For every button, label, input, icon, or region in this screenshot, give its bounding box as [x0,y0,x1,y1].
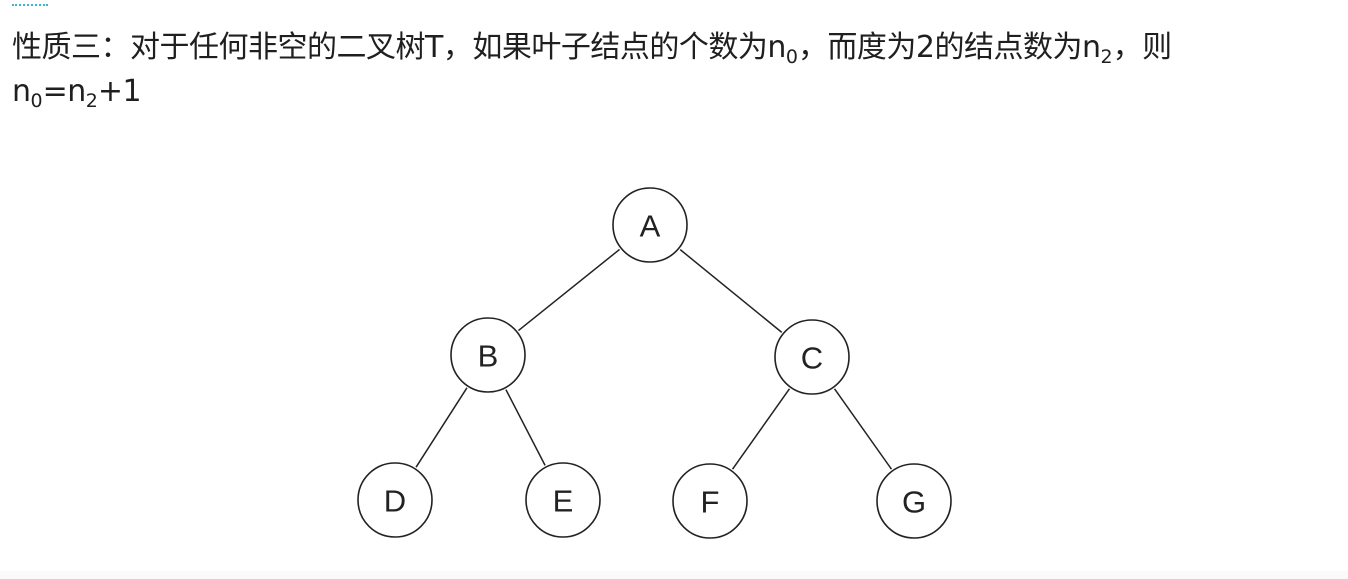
tree-node-f: F [672,463,748,539]
node-circle [357,462,433,538]
node-label: C [801,341,823,376]
node-circle [672,463,748,539]
node-label: G [902,485,926,520]
statement-text: 性质三：对于任何非空的二叉树T，如果叶子结点的个数为n [12,30,786,65]
node-label: E [553,484,574,519]
subscript-0: 0 [785,46,798,68]
node-circle [774,319,850,395]
formula-plus-one: +1 [97,74,142,109]
top-accent-mark [12,0,48,6]
edge-b-e [505,389,546,466]
tree-node-g: G [876,463,952,539]
tree-node-b: B [450,317,526,393]
edge-c-g [833,388,893,470]
node-label: F [701,485,720,520]
edge-c-f [731,388,791,470]
formula-equals: =n [42,74,87,109]
statement-text-mid: ，而度为2的结点数为n [797,30,1101,65]
node-label: A [640,209,661,244]
tree-edges [415,248,893,470]
subscript-2: 2 [1100,46,1113,68]
node-circle [525,462,601,538]
statement-text-end: ，则 [1112,30,1173,65]
bottom-strip [0,571,1348,579]
formula-subscript-0: 0 [30,90,43,112]
node-circle [612,187,688,263]
tree-node-a: A [612,187,688,263]
tree-nodes: A B C D E F G [357,187,952,539]
edge-b-d [415,387,468,468]
formula-subscript-2: 2 [85,90,98,112]
property-statement: 性质三：对于任何非空的二叉树T，如果叶子结点的个数为n0，而度为2的结点数为n2… [12,26,1332,114]
node-circle [876,463,952,539]
edge-a-c [679,249,783,333]
tree-node-c: C [774,319,850,395]
node-label: B [478,339,499,374]
tree-node-d: D [357,462,433,538]
formula-n: n [12,74,31,109]
node-label: D [384,484,406,519]
tree-node-e: E [525,462,601,538]
node-circle [450,317,526,393]
edge-a-b [517,248,621,332]
